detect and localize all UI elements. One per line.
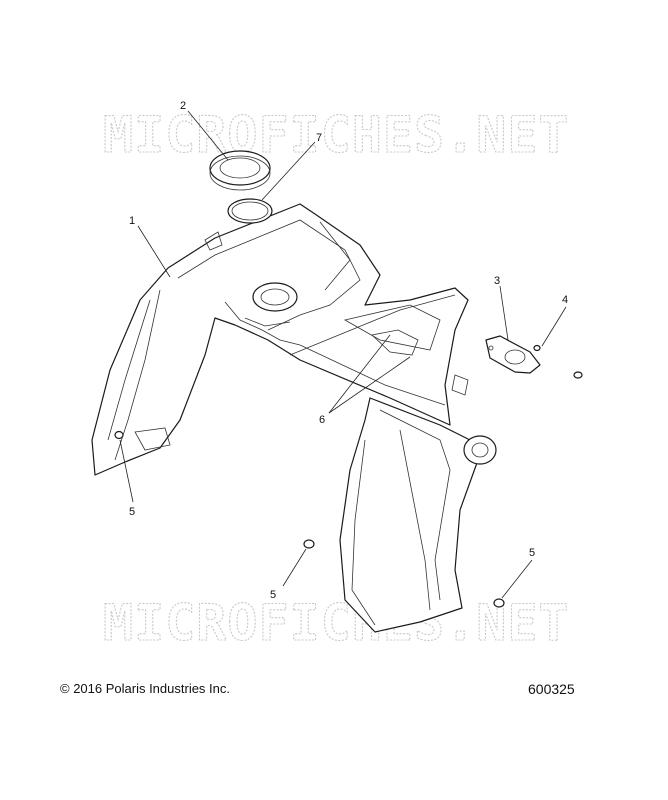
callout-5-right: 5 [529, 547, 535, 559]
part-5-fastener-left [114, 430, 124, 440]
callout-1: 1 [129, 215, 135, 227]
part-5-fastener-middle [303, 539, 315, 549]
part-4-screw [533, 344, 541, 352]
callout-3: 3 [494, 275, 500, 287]
callout-4: 4 [562, 294, 568, 306]
part-1-tank-cover [91, 203, 497, 633]
watermark-top: MICROFICHES.NET [103, 106, 570, 164]
watermark-bottom: MICROFICHES.NET [103, 594, 570, 652]
leader-lines [119, 110, 567, 599]
part-4-screw-2 [573, 371, 583, 379]
part-7-seal-ring [227, 198, 273, 224]
callout-5-middle: 5 [270, 589, 276, 601]
callout-2: 2 [180, 100, 186, 112]
part-5-fastener-right [493, 598, 505, 608]
copyright-text: © 2016 Polaris Industries Inc. [60, 681, 230, 696]
part-2-filler-ring [209, 150, 271, 191]
callout-6: 6 [319, 414, 325, 426]
part-3-gasket-plate [485, 335, 541, 374]
callout-5-left: 5 [129, 506, 135, 518]
callout-labels: 2 7 1 3 4 6 5 5 5 [129, 100, 568, 601]
callout-7: 7 [316, 132, 322, 144]
diagram-id: 600325 [528, 681, 575, 697]
part-7-seal-ring-inner [231, 201, 269, 221]
